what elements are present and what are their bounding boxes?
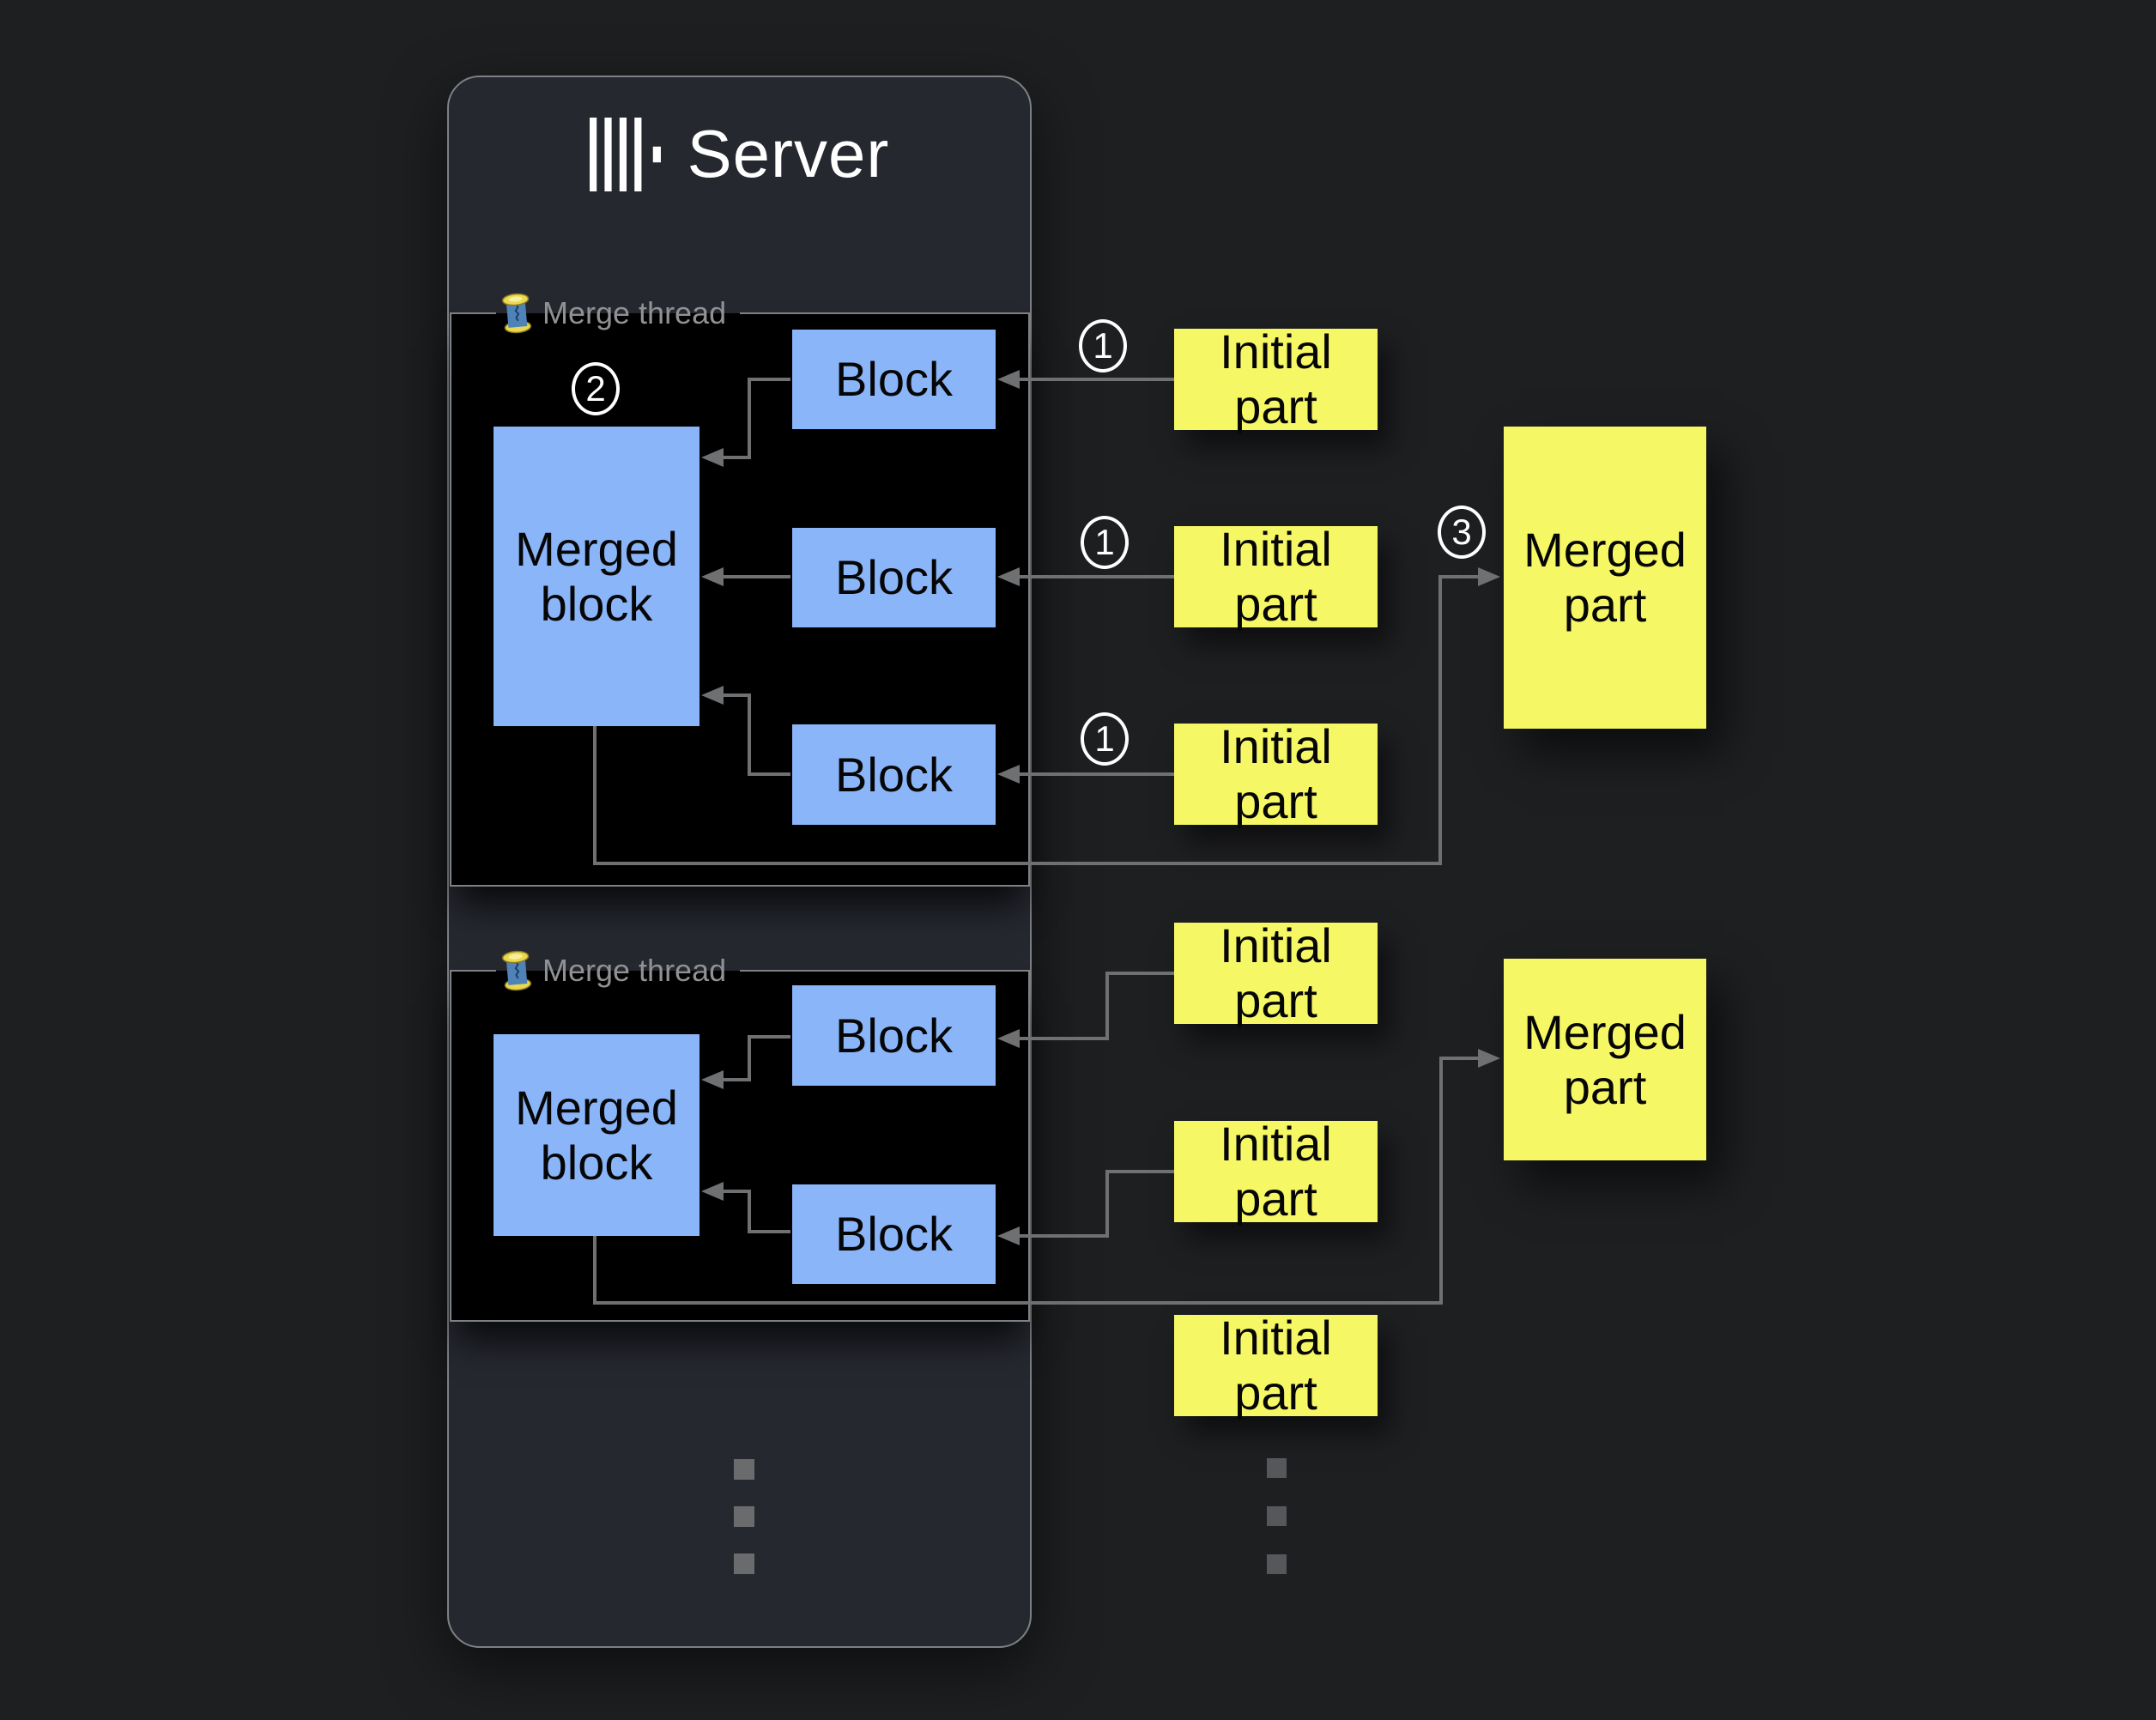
merged-block-node: Merged block — [494, 427, 699, 726]
section-legend: Merge thread — [450, 950, 1030, 991]
initial-part-node: Initial part — [1174, 1117, 1378, 1226]
dot — [734, 1506, 754, 1527]
dot — [1267, 1458, 1287, 1478]
block-node: Block — [792, 330, 996, 429]
initial-part-node: Initial part — [1174, 918, 1378, 1027]
server-header: Server — [449, 115, 1030, 193]
block-node: Block — [792, 724, 996, 825]
legend-line-right — [740, 312, 1030, 314]
merge-thread-label: Merge thread — [542, 953, 727, 988]
block-node: Block — [792, 985, 996, 1086]
block-node: Block — [792, 528, 996, 627]
merge-thread-section-2: Merge thread Merged block Block Block — [450, 950, 1030, 1322]
block-node: Block — [792, 1184, 996, 1284]
initial-part-node: Initial part — [1174, 324, 1378, 433]
clickhouse-logo-icon — [589, 117, 661, 191]
dot — [1267, 1506, 1287, 1526]
step-badge-2: 2 — [572, 362, 620, 415]
dot — [1267, 1554, 1287, 1574]
merged-part-node: Merged part — [1504, 959, 1706, 1160]
initial-part-node: Initial part — [1174, 522, 1378, 631]
thread-spool-icon — [501, 950, 532, 991]
dot — [734, 1459, 754, 1480]
ellipsis-dots-server — [734, 1459, 754, 1574]
server-title: Server — [687, 116, 890, 191]
step-badge-3: 3 — [1438, 506, 1486, 559]
legend-line-left — [450, 970, 496, 972]
merge-thread-section-1: Merge thread 2 Merged block Block Block … — [450, 293, 1030, 887]
ellipsis-dots-parts — [1267, 1458, 1287, 1574]
initial-part-node: Initial part — [1174, 1311, 1378, 1420]
merged-part-node: Merged part — [1504, 427, 1706, 729]
legend-line-left — [450, 312, 496, 314]
step-badge-1: 1 — [1079, 319, 1127, 372]
step-badge-1: 1 — [1081, 712, 1129, 766]
dot — [734, 1553, 754, 1574]
section-legend: Merge thread — [450, 293, 1030, 334]
initial-part-node: Initial part — [1174, 719, 1378, 828]
merge-thread-label: Merge thread — [542, 295, 727, 330]
merged-block-node: Merged block — [494, 1034, 699, 1236]
legend-line-right — [740, 970, 1030, 972]
thread-spool-icon — [501, 293, 532, 334]
step-badge-1: 1 — [1081, 516, 1129, 569]
